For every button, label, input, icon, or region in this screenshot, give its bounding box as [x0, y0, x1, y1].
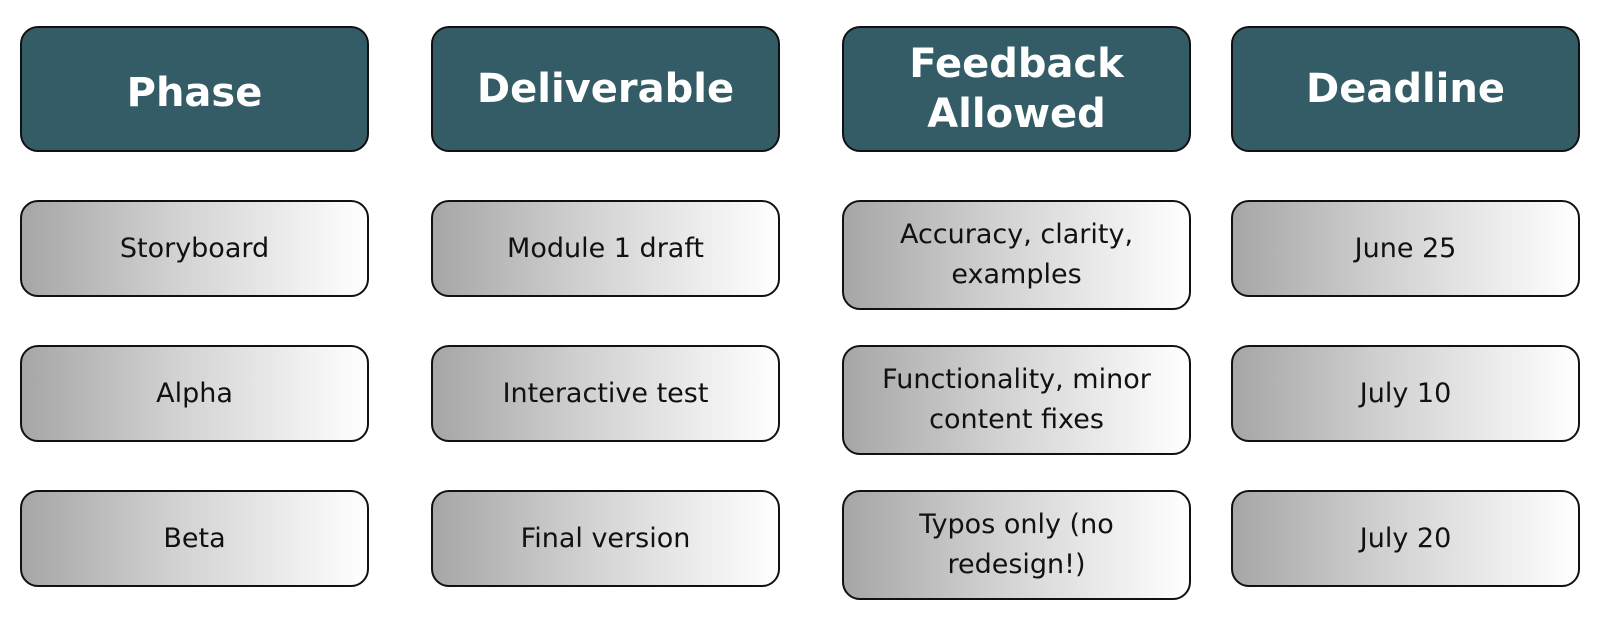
header-feedback-allowed-label: Feedback Allowed — [909, 41, 1124, 137]
cell-deadline-row-2: July 10 — [1231, 345, 1580, 442]
cell-phase-row-1-text: Storyboard — [119, 232, 270, 264]
cell-deliverable-row-1: Module 1 draft — [431, 200, 780, 297]
header-phase-label: Phase — [126, 70, 263, 116]
header-phase: Phase — [20, 26, 369, 152]
cell-phase-row-3-text: Beta — [163, 522, 226, 554]
cell-feedback-row-2-text: Functionality, minor content fixes — [882, 364, 1151, 435]
cell-phase-row-2: Alpha — [20, 345, 369, 442]
cell-deadline-row-3-text: July 20 — [1359, 522, 1452, 554]
cell-deliverable-row-2-text: Interactive test — [502, 377, 709, 409]
cell-deliverable-row-3: Final version — [431, 490, 780, 587]
cell-deliverable-row-1-text: Module 1 draft — [507, 232, 704, 264]
cell-deliverable-row-2: Interactive test — [431, 345, 780, 442]
cell-phase-row-2-text: Alpha — [156, 377, 233, 409]
cell-deliverable-row-3-text: Final version — [520, 522, 691, 554]
cell-phase-row-3: Beta — [20, 490, 369, 587]
header-deliverable-label: Deliverable — [476, 66, 735, 112]
cell-deadline-row-1: June 25 — [1231, 200, 1580, 297]
cell-feedback-row-3-text: Typos only (no redesign!) — [919, 509, 1114, 580]
cell-deadline-row-1-text: June 25 — [1354, 232, 1457, 264]
header-deadline: Deadline — [1231, 26, 1580, 152]
header-deliverable: Deliverable — [431, 26, 780, 152]
cell-feedback-row-2: Functionality, minor content fixes — [842, 345, 1191, 455]
cell-feedback-row-1: Accuracy, clarity, examples — [842, 200, 1191, 310]
cell-phase-row-1: Storyboard — [20, 200, 369, 297]
cell-deadline-row-2-text: July 10 — [1359, 377, 1452, 409]
header-feedback-allowed: Feedback Allowed — [842, 26, 1191, 152]
cell-feedback-row-1-text: Accuracy, clarity, examples — [899, 219, 1134, 290]
cell-deadline-row-3: July 20 — [1231, 490, 1580, 587]
header-deadline-label: Deadline — [1306, 66, 1505, 112]
cell-feedback-row-3: Typos only (no redesign!) — [842, 490, 1191, 600]
